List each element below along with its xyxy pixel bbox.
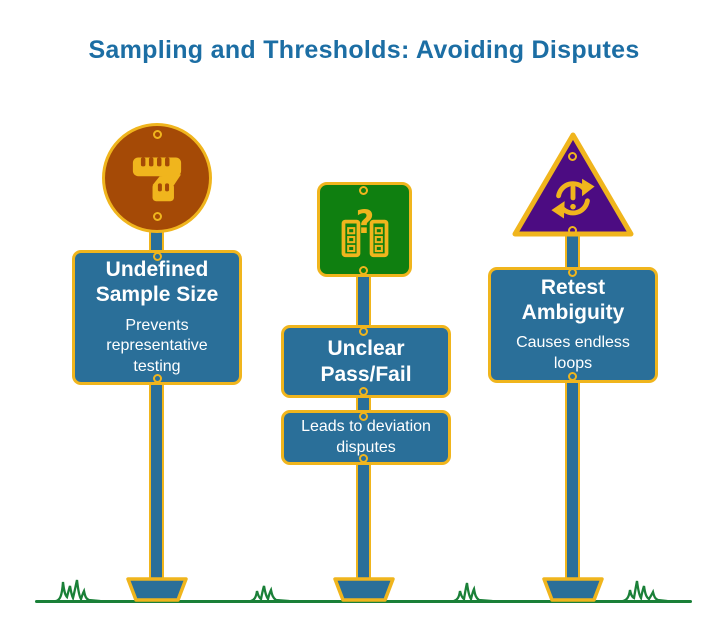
- sign-panel-undefined-sample-size: Undefined Sample Size Prevents represent…: [72, 250, 242, 385]
- bolt: [359, 454, 368, 463]
- grass-tuft: [55, 579, 101, 602]
- sign-heading: Unclear Pass/Fail: [320, 337, 412, 386]
- signpost-base-middle: [333, 577, 395, 602]
- tape-measure-icon: [132, 157, 182, 202]
- square-sign-unclear-pass-fail: ?: [317, 182, 412, 277]
- grass-tuft: [453, 582, 493, 602]
- signpost-base-right: [542, 577, 604, 602]
- svg-text:?: ?: [355, 203, 373, 240]
- bolt: [359, 266, 368, 275]
- bolt: [568, 226, 577, 235]
- pass-fail-question-icon: ?: [341, 203, 388, 257]
- bolt: [153, 130, 162, 139]
- retest-cycle-icon: [551, 178, 595, 219]
- sign-detail: Leads to deviation disputes: [301, 417, 431, 456]
- bolt: [359, 412, 368, 421]
- bolt: [568, 372, 577, 381]
- triangle-sign-retest-ambiguity: [508, 128, 638, 242]
- bolt: [153, 252, 162, 261]
- bolt: [568, 268, 577, 277]
- bolt: [153, 212, 162, 221]
- bolt: [153, 374, 162, 383]
- bolt: [359, 327, 368, 336]
- page-title: Sampling and Thresholds: Avoiding Disput…: [88, 36, 640, 64]
- bolt: [568, 152, 577, 161]
- sign-detail: Causes endless loops: [516, 334, 630, 373]
- grass-tuft: [622, 580, 668, 602]
- grass-tuft: [250, 585, 290, 602]
- sign-panel-retest-ambiguity: Retest Ambiguity Causes endless loops: [488, 267, 658, 383]
- sign-heading: Undefined Sample Size: [95, 258, 219, 307]
- sign-heading: Retest Ambiguity: [521, 276, 625, 325]
- bolt: [359, 186, 368, 195]
- signpost-base-left: [126, 577, 188, 602]
- sign-panel-unclear-pass-fail: Unclear Pass/Fail: [281, 325, 451, 398]
- sign-detail: Prevents representative testing: [106, 316, 208, 376]
- bolt: [359, 387, 368, 396]
